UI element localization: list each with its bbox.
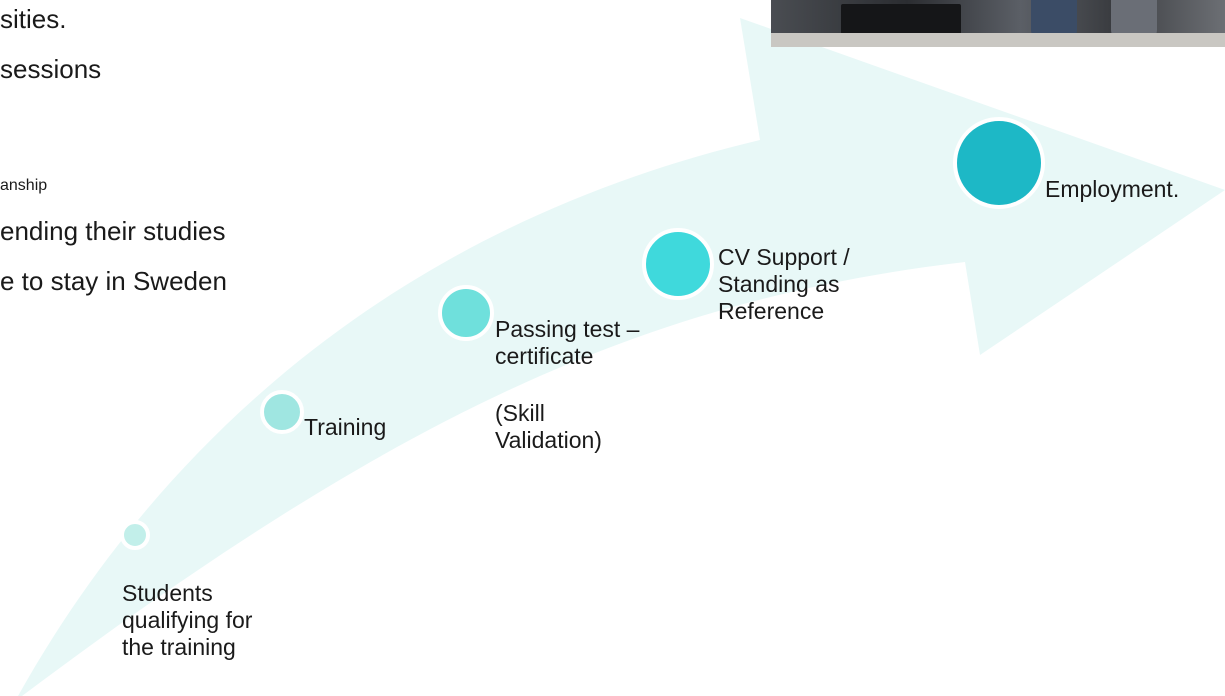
- photo-floor: [771, 33, 1225, 47]
- bg-text-line-1: sities.: [0, 4, 67, 34]
- step-label-line: qualifying for: [122, 607, 253, 633]
- team-photo: [771, 0, 1225, 47]
- step-note-skill-validation: (Skill Validation): [495, 400, 602, 454]
- step-label-training: Training: [304, 414, 386, 441]
- bg-text-line-4: ending their studies: [0, 216, 226, 246]
- step-node-employment: [953, 117, 1045, 209]
- step-note-line: (Skill: [495, 400, 545, 426]
- step-label-line: the training: [122, 634, 236, 660]
- step-label-line: certificate: [495, 343, 594, 369]
- step-label-line: Standing as: [718, 271, 840, 297]
- step-label-passing-test: Passing test – certificate: [495, 316, 639, 370]
- step-note-line: Validation): [495, 427, 602, 453]
- step-label-line: CV Support /: [718, 244, 850, 270]
- step-label-cv-support: CV Support / Standing as Reference: [718, 244, 850, 325]
- step-label-line: Training: [304, 414, 387, 440]
- step-label-line: Students: [122, 580, 213, 606]
- photo-monitor: [841, 4, 961, 34]
- step-node-training: [260, 390, 304, 434]
- bg-text-line-3: anship: [0, 177, 48, 194]
- step-label-line: Passing test –: [495, 316, 640, 342]
- step-node-students: [120, 520, 150, 550]
- step-node-passing-test: [438, 285, 494, 341]
- bg-text-line-2: sessions: [0, 54, 102, 84]
- step-label-employment: Employment.: [1045, 176, 1179, 203]
- step-label-line: Reference: [718, 298, 825, 324]
- step-label-students: Students qualifying for the training: [122, 580, 252, 661]
- step-node-cv-support: [642, 228, 714, 300]
- arrow-shape: [18, 18, 1225, 696]
- step-label-line: Employment.: [1045, 176, 1180, 202]
- bg-text-line-5: e to stay in Sweden: [0, 266, 227, 296]
